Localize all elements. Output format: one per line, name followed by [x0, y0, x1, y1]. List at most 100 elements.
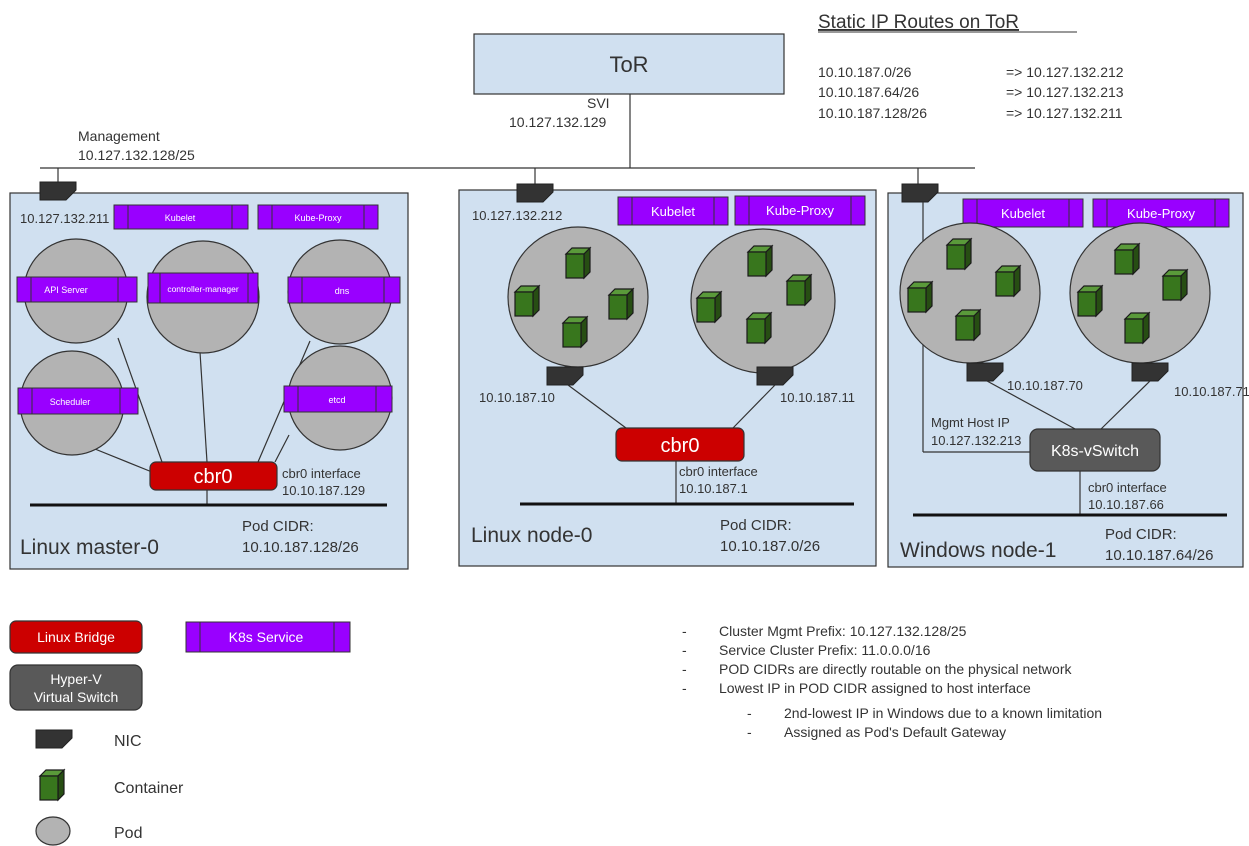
master-cbr0-ip: 10.10.187.129: [282, 483, 365, 498]
legend-hyperv-vswitch: [9, 664, 143, 711]
node0-pod2-ip: 10.10.187.11: [780, 390, 855, 405]
note-bullet: -: [682, 642, 687, 658]
node1-vswitch-label: K8s-vSwitch: [1051, 443, 1139, 460]
kube-proxy-label: Kube-Proxy: [1127, 206, 1195, 221]
kubelet-service[interactable]: Kubelet: [617, 196, 729, 226]
note-sub-item: Assigned as Pod's Default Gateway: [784, 724, 1006, 740]
node1-pod1-ip: 10.10.187.70: [1007, 378, 1083, 393]
master-node-name: Linux master-0: [20, 536, 159, 559]
node0-pod-links: [567, 384, 776, 504]
controller-manager-label: controller-manager: [167, 284, 239, 294]
container-cube-icon: [608, 288, 634, 320]
legend-hyperv-label-1: Hyper-V: [50, 671, 102, 687]
legend-linux-bridge-label: Linux Bridge: [37, 629, 115, 645]
routes-title: Static IP Routes on ToR: [818, 12, 1019, 33]
kube-proxy-label: Kube-Proxy: [766, 203, 834, 218]
dns-service[interactable]: dns: [287, 276, 401, 304]
dns-label: dns: [335, 286, 350, 296]
kubelet-label: Kubelet: [165, 213, 196, 223]
etcd-label: etcd: [328, 395, 345, 405]
notes-list: - Cluster Mgmt Prefix: 10.127.132.128/25…: [682, 623, 1102, 740]
route-cidr: 10.10.187.128/26: [818, 105, 927, 121]
node0-pod1-ip: 10.10.187.10: [479, 390, 555, 405]
route-cidr: 10.10.187.0/26: [818, 64, 912, 80]
mgmt-host-ip: 10.127.132.213: [931, 433, 1021, 448]
node1-pod-cidr-label: Pod CIDR:: [1105, 526, 1177, 543]
container-cube-icon: [39, 769, 65, 801]
container-cube-icon: [995, 265, 1021, 297]
container-cube-icon: [1162, 269, 1188, 301]
note-bullet: -: [747, 705, 752, 721]
kubelet-label: Kubelet: [1001, 206, 1045, 221]
container-cube-icon: [565, 247, 591, 279]
route-next-hop: => 10.127.132.211: [1006, 105, 1123, 121]
note-bullet: -: [747, 724, 752, 740]
master-cbr0-bridge[interactable]: [149, 461, 278, 491]
route-next-hop: => 10.127.132.213: [1006, 84, 1124, 100]
master-pod-cidr-label: Pod CIDR:: [242, 518, 314, 535]
node1-vswitch[interactable]: [1029, 428, 1161, 472]
note-item: Service Cluster Prefix: 11.0.0.0/16: [719, 642, 931, 658]
api-server-service[interactable]: API Server: [16, 276, 138, 303]
node0-cbr0-interface-label: cbr0 interface: [679, 464, 758, 479]
management-prefix: 10.127.132.128/25: [78, 147, 195, 163]
node0-pod-cidr: 10.10.187.0/26: [720, 538, 820, 555]
kubelet-service[interactable]: Kubelet: [962, 198, 1084, 228]
node0-cbr0-ip: 10.10.187.1: [679, 481, 748, 496]
node0-nic-ip: 10.127.132.212: [472, 208, 562, 223]
legend-nic-label: NIC: [114, 733, 142, 750]
note-sub-item: 2nd-lowest IP in Windows due to a known …: [784, 705, 1102, 721]
master-cbr0-interface-label: cbr0 interface: [282, 466, 361, 481]
api-server-label: API Server: [44, 285, 88, 295]
etcd-service[interactable]: etcd: [283, 385, 393, 413]
legend: Linux Bridge K8s Service Hyper-V Virtual…: [9, 620, 351, 846]
container-cube-icon: [562, 316, 588, 348]
node1-pod-cidr: 10.10.187.64/26: [1105, 547, 1213, 564]
node0-box[interactable]: [458, 189, 877, 567]
container-cube-icon: [1124, 312, 1150, 344]
note-item: Cluster Mgmt Prefix: 10.127.132.128/25: [719, 623, 967, 639]
note-bullet: -: [682, 680, 687, 696]
note-bullet: -: [682, 661, 687, 677]
master-pod-cidr: 10.10.187.128/26: [242, 539, 359, 556]
svi-label: SVI: [587, 95, 610, 111]
node0-cbr0-label: cbr0: [661, 435, 700, 457]
kube-proxy-service[interactable]: Kube-Proxy: [257, 204, 379, 230]
legend-hyperv-label-2: Virtual Switch: [34, 689, 119, 705]
node0-cbr0-bridge[interactable]: [615, 427, 745, 462]
legend-container-label: Container: [114, 780, 184, 797]
node1-pod-links: [986, 380, 1151, 515]
legend-linux-bridge: [9, 620, 143, 654]
svi-ip: 10.127.132.129: [509, 114, 607, 130]
note-item: Lowest IP in POD CIDR assigned to host i…: [719, 680, 1031, 696]
node0-pod-cidr-label: Pod CIDR:: [720, 517, 792, 534]
node0-name: Linux node-0: [471, 524, 592, 547]
scheduler-label: Scheduler: [50, 397, 91, 407]
mgmt-host-ip-label: Mgmt Host IP: [931, 415, 1010, 430]
container-cube-icon: [955, 309, 981, 341]
legend-k8s-service: K8s Service: [185, 621, 351, 653]
container-cube-icon: [946, 238, 972, 270]
master-cbr0-label: cbr0: [194, 466, 233, 488]
management-label: Management: [78, 128, 160, 144]
kube-proxy-service[interactable]: Kube-Proxy: [734, 195, 866, 226]
kubelet-service[interactable]: Kubelet: [113, 204, 249, 230]
container-cube-icon: [514, 285, 540, 317]
kubelet-label: Kubelet: [651, 204, 695, 219]
master-nic-ip: 10.127.132.211: [20, 211, 109, 226]
tor-switch[interactable]: [473, 33, 785, 95]
node1-cbr0-ip: 10.10.187.66: [1088, 497, 1164, 512]
legend-k8s-service-label: K8s Service: [229, 629, 304, 645]
note-bullet: -: [682, 623, 687, 639]
container-cube-icon: [1077, 285, 1103, 317]
scheduler-service[interactable]: Scheduler: [17, 387, 139, 415]
controller-manager-service[interactable]: controller-manager: [147, 272, 259, 304]
container-cube-icon: [786, 274, 812, 306]
container-cube-icon: [696, 291, 722, 323]
kube-proxy-service[interactable]: Kube-Proxy: [1092, 198, 1230, 228]
container-cube-icon: [907, 281, 933, 313]
kube-proxy-label: Kube-Proxy: [294, 213, 342, 223]
legend-pod-label: Pod: [114, 825, 142, 842]
nic-icon: [35, 729, 73, 749]
